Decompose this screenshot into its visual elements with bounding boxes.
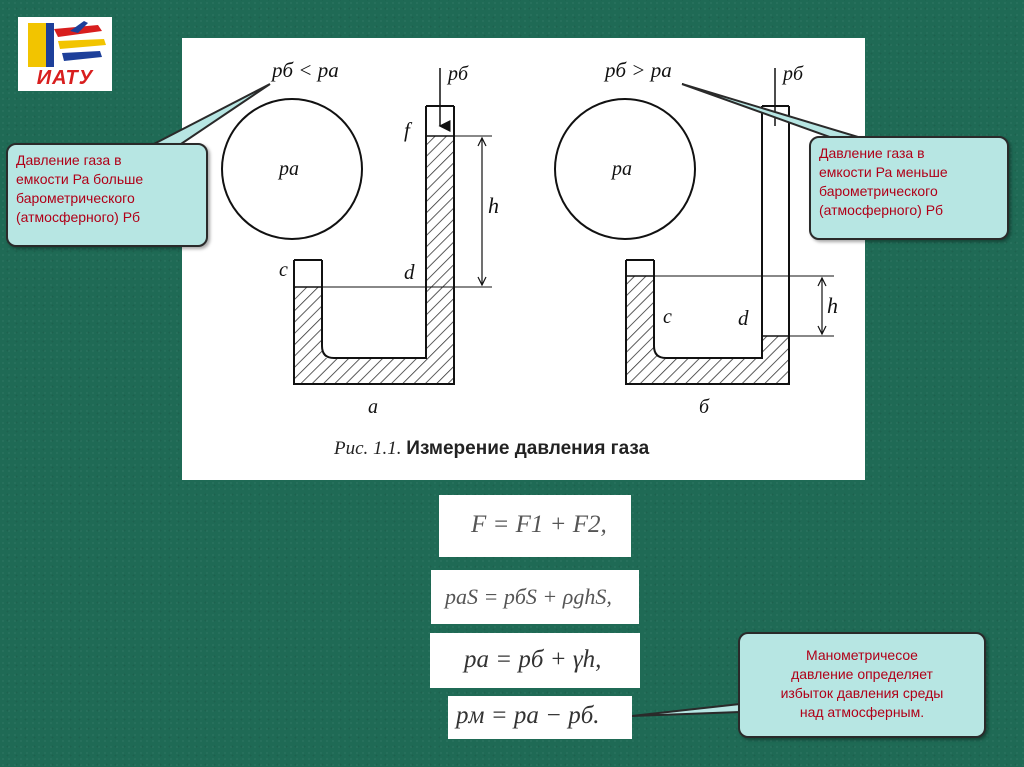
manometer-b [554,68,834,385]
callout-line: избыток давления среды [780,685,944,701]
callout-line: барометрического [819,183,938,199]
height-label-a: h [488,193,499,218]
callout-pressure-less: Давление газа в емкости Ра меньше бароме… [809,136,1009,240]
sublabel-b: б [699,396,710,418]
callout-line: емкости Ра больше [16,171,144,187]
callout-line: (атмосферного) Рб [16,209,141,225]
atm-pressure-label-a: pб [448,63,469,85]
liquid-b [626,276,789,384]
tube-inner-b [653,106,763,359]
height-label-b: h [827,293,838,318]
tank-b [554,98,696,240]
manometer-figure: pб < pа pа pб c d f h а pб > pа pа pб c … [182,38,865,480]
callout-line: барометрического [16,190,135,206]
callout-gauge-pressure: Манометричесое давление определяет избыт… [738,632,986,738]
formula-force-sum: F = F1 + F2, [439,495,631,557]
point-c-b: c [663,306,672,328]
manometer-drawing [221,68,834,385]
formula-absolute-pressure: pа = pб + γh, [430,633,640,688]
callout-line: (атмосферного) Рб [819,202,944,218]
institute-logo: ИАТУ [18,17,112,91]
liquid-a [294,136,454,384]
callout-line: емкости Ра меньше [819,164,948,180]
airplane-emblem-icon [28,21,106,67]
logo-text: ИАТУ [36,67,94,89]
manometer-a [221,68,492,385]
relation-label-a: pб < pа [272,58,339,82]
callout-line: Давление газа в [819,145,925,161]
callout-line: над атмосферным. [799,704,925,720]
caption-prefix: Рис. 1.1. [334,438,402,459]
point-d-a: d [404,260,415,284]
relation-label-b: pб > pа [605,58,672,82]
tube-outer-b [625,106,790,385]
figure-caption: Рис. 1.1. Измерение давления газа [334,438,649,460]
point-c-a: c [279,259,288,281]
callout-line: Давление газа в [16,152,122,168]
tube-outer-a [293,106,455,385]
formula-force-balance: pаS = pбS + ρghS, [431,570,639,624]
caption-title: Измерение давления газа [406,438,650,459]
callout-pressure-greater: Давление газа в емкости Ра больше бароме… [6,143,208,247]
sublabel-a: а [368,396,378,418]
point-d-b: d [738,306,749,330]
tube-inner-a [321,106,427,359]
callout-line: Манометричесое [806,647,918,663]
point-f-a: f [404,118,410,142]
atm-pressure-label-b: pб [783,63,804,85]
formula-gauge-pressure: pм = pа − pб. [448,696,632,739]
callout-line: давление определяет [791,666,933,682]
tank-pressure-label-a: pа [279,158,299,180]
tank-pressure-label-b: pа [612,158,632,180]
